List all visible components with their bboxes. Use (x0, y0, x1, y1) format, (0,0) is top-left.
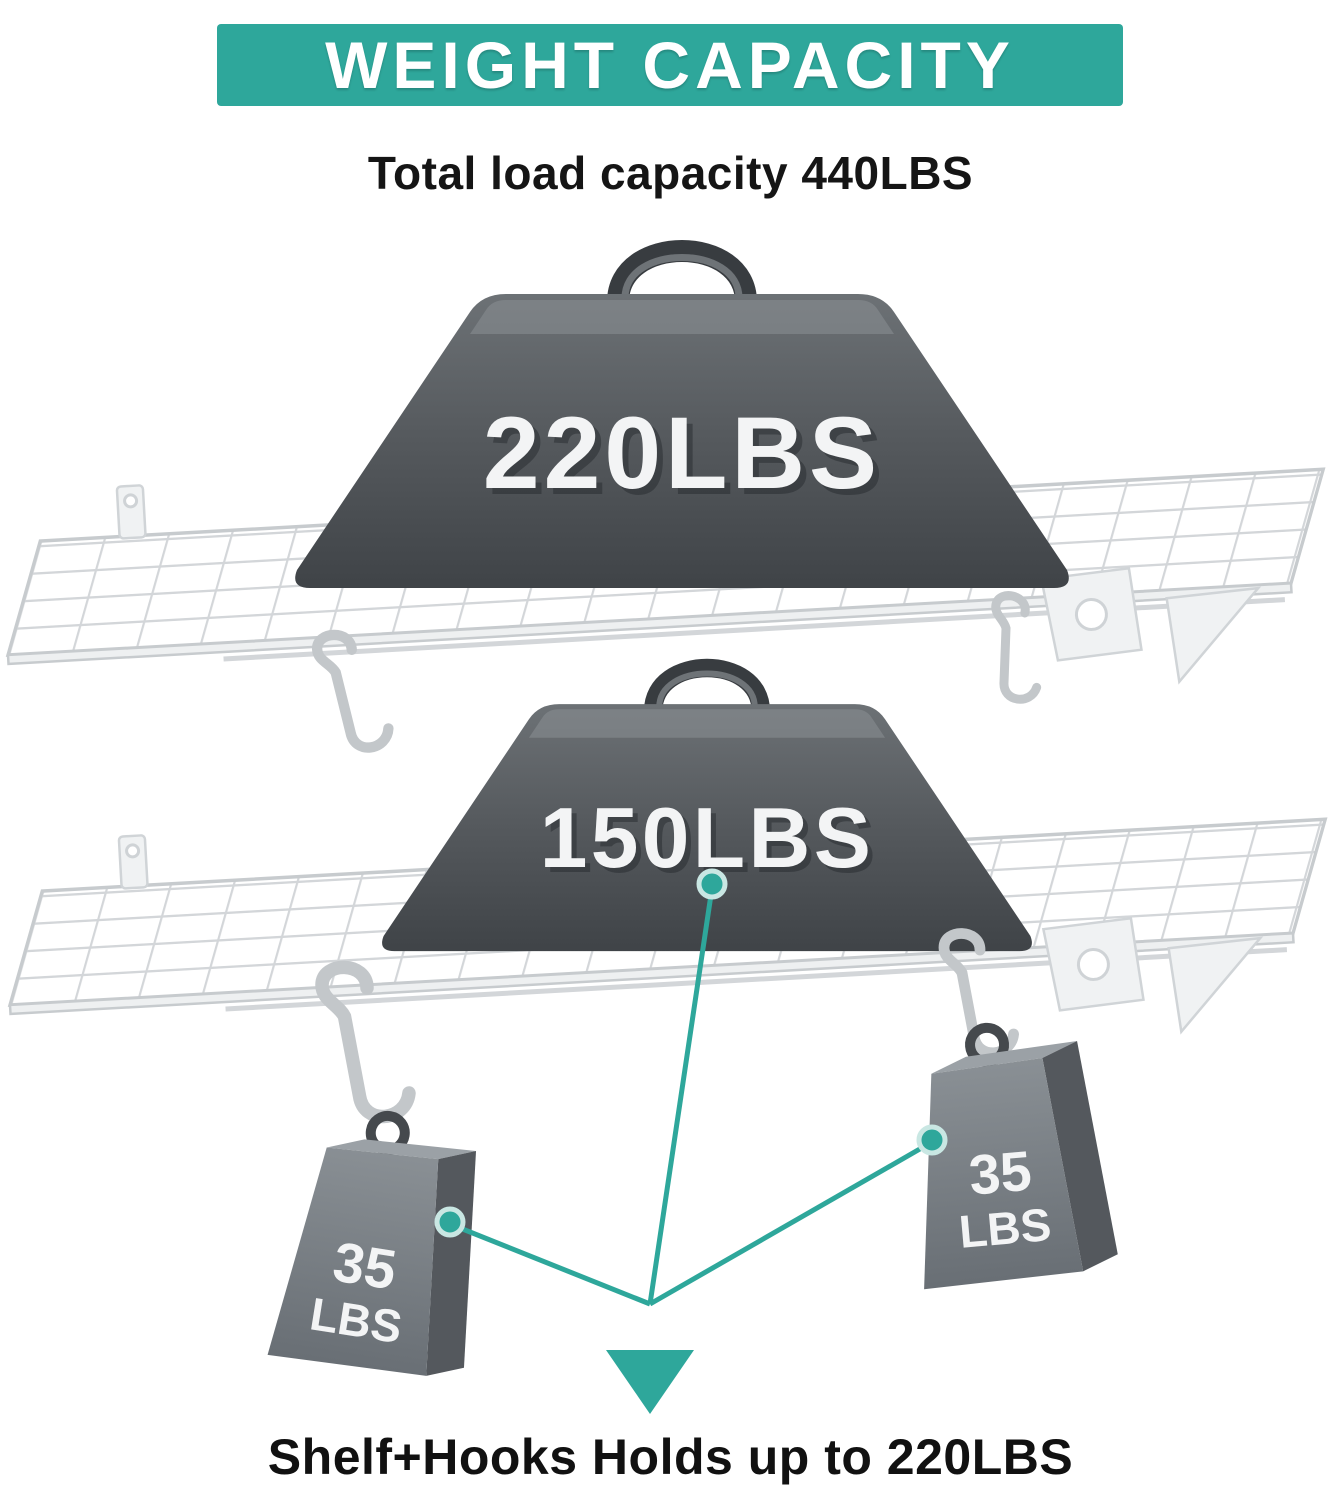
hook-weight-right-unit: LBS (957, 1198, 1053, 1258)
small-weight-front-face (924, 1058, 1084, 1290)
connector-line-shelf (647, 887, 715, 1305)
connector-dot-left (434, 1206, 466, 1238)
small-weight-side-face (426, 1150, 477, 1376)
weight-220-label: 220LBS (483, 396, 881, 510)
connector-dot-right (916, 1124, 948, 1156)
small-weight-side-face (1042, 1040, 1118, 1272)
weight-handle (643, 658, 771, 721)
weight-220-label-shadow: 220LBS (489, 402, 887, 516)
hook-weight-left-value: 35 (329, 1229, 400, 1301)
weight-handle-highlight (621, 254, 743, 299)
small-weight-top-face (326, 1139, 477, 1160)
weight-handle-highlight (656, 670, 758, 708)
footer-caption: Shelf+Hooks Holds up to 220LBS (267, 1429, 1074, 1485)
small-weight-top-face (931, 1040, 1078, 1074)
hook-weight-left: 35 LBS (267, 1110, 477, 1376)
hook-weight-right: 35 LBS (924, 1022, 1118, 1290)
down-arrow-icon (606, 1350, 694, 1414)
subtitle-total-capacity: Total load capacity 440LBS (367, 147, 974, 199)
weight-bevel (528, 709, 886, 738)
connector-line-right-hook (648, 1139, 934, 1307)
weight-220: 220LBS 220LBS (295, 240, 1069, 588)
banner: WEIGHT CAPACITY (217, 24, 1123, 106)
banner-title: WEIGHT CAPACITY (325, 28, 1015, 102)
connector-dot-shelf (696, 868, 728, 900)
weight-handle (607, 240, 757, 313)
weight-150: 150LBS 150LBS (382, 658, 1032, 952)
weight-bevel (470, 300, 894, 334)
connector-line-left-hook (449, 1221, 651, 1307)
small-weight-front-face (267, 1147, 439, 1376)
hook-weight-right-value: 35 (966, 1139, 1034, 1207)
